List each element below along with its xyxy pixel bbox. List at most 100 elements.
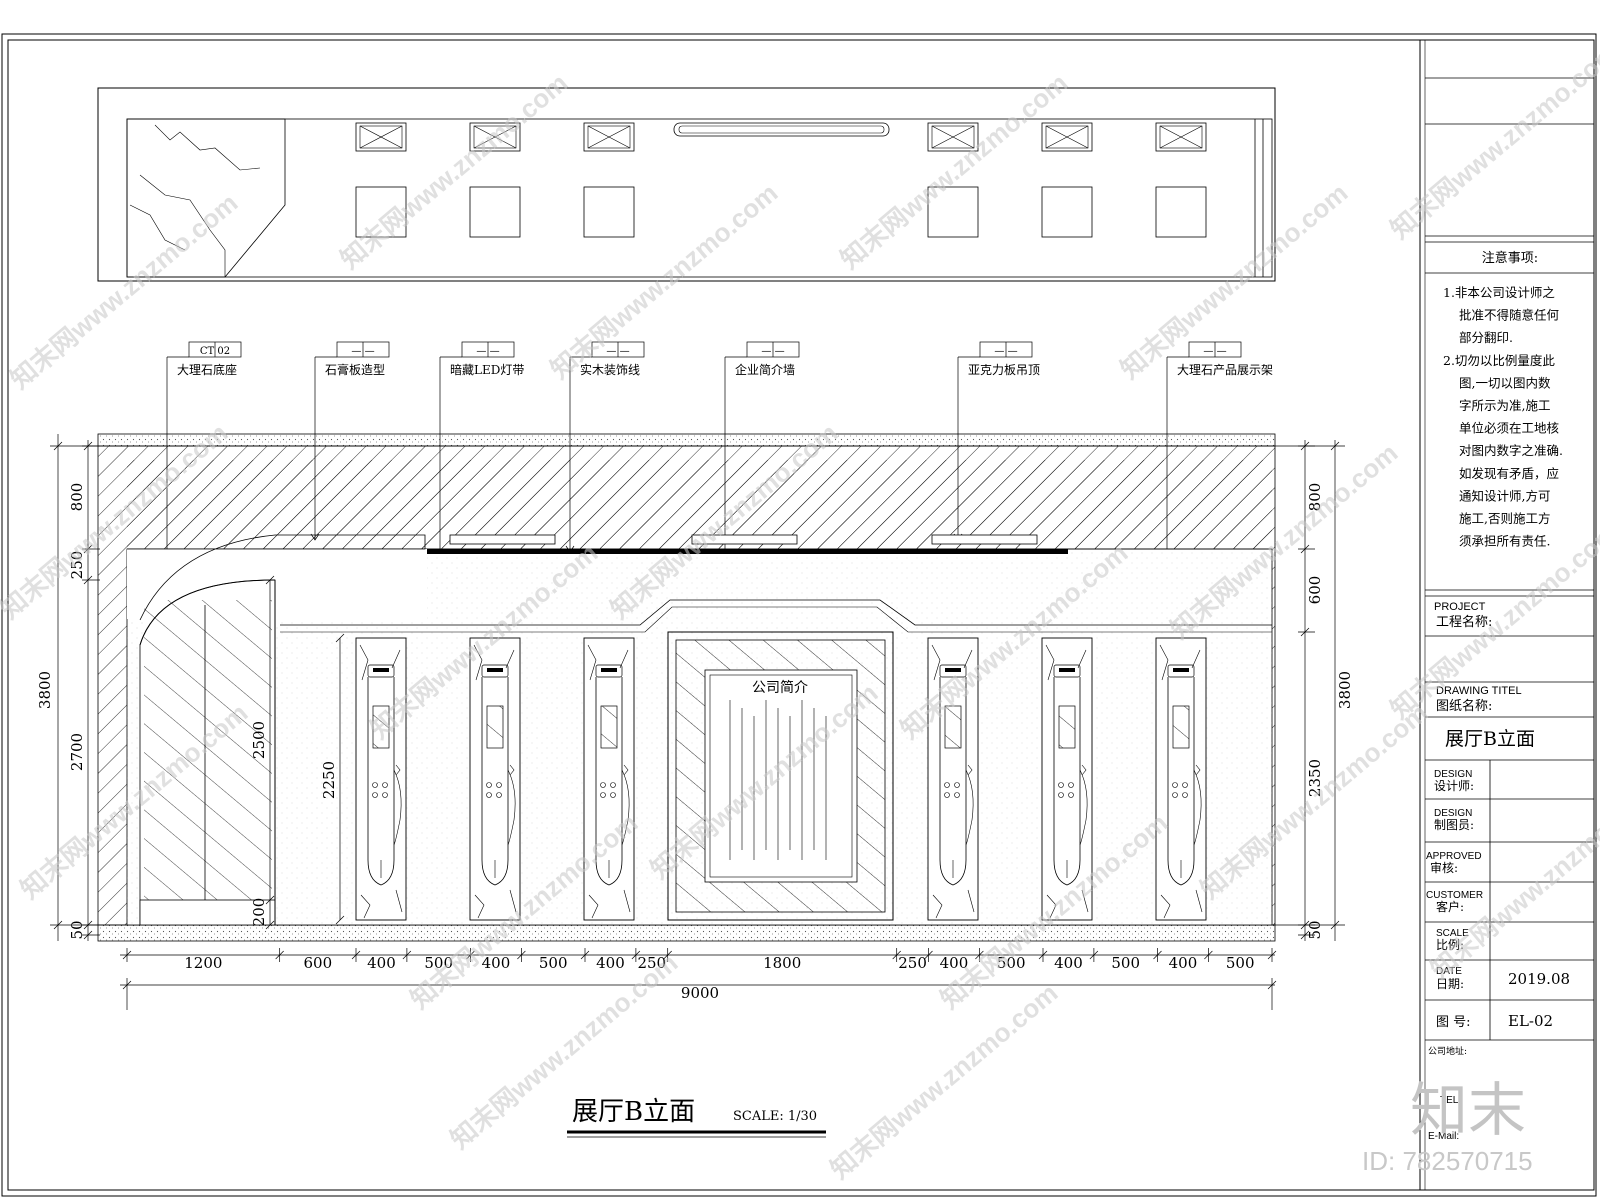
image-id: ID: 782570715 — [1362, 1146, 1533, 1176]
note-line: 对图内数字之准确. — [1459, 443, 1563, 458]
bottom-dim-label: 250 — [898, 954, 927, 972]
approved-label-en: APPROVED — [1426, 851, 1482, 862]
inner-border — [7, 39, 1595, 1191]
drawing-title-label-cn: 图纸名称: — [1436, 698, 1492, 714]
ceiling-light — [927, 186, 979, 238]
approved-label-cn: 审核: — [1430, 860, 1458, 875]
bottom-dim-label: 500 — [997, 954, 1026, 972]
notes-heading: 注意事项: — [1482, 250, 1538, 266]
project-label-en: PROJECT — [1434, 601, 1486, 613]
note-line: 通知设计师,方可 — [1459, 488, 1550, 503]
ceiling-vent — [583, 122, 635, 152]
bottom-dim-label: 250 — [637, 954, 666, 972]
drawing-title-label-en: DRAWING TITEL — [1436, 685, 1522, 697]
watermark: 知末网www.znzmo.com — [825, 977, 1064, 1184]
scale-label-cn: 比例: — [1436, 938, 1464, 952]
shower-panel-display — [927, 637, 979, 921]
address-label: 公司地址: — [1428, 1045, 1467, 1057]
date-label-cn: 日期: — [1436, 977, 1464, 991]
bottom-dim-label: 500 — [424, 954, 453, 972]
outer-border — [1, 33, 1597, 1197]
company-intro-panel-text: 公司简介 — [752, 679, 808, 696]
ceiling-light — [583, 186, 635, 238]
left-dim-mid: 250 — [68, 551, 86, 580]
bottom-dim-label: 400 — [1169, 954, 1198, 972]
right-dim-top: 800 — [1306, 483, 1324, 512]
left-dim-top: 800 — [68, 483, 86, 512]
ceiling-vent — [355, 122, 407, 152]
note-line: 须承担所有责任. — [1459, 534, 1550, 549]
scale-label: SCALE: 1/30 — [733, 1109, 817, 1124]
bottom-dim-label: 400 — [482, 954, 511, 972]
right-dim-mid: 600 — [1306, 576, 1324, 605]
left-dim-lower: 2700 — [68, 733, 86, 771]
elevation-drawing: 公司简介 — [97, 433, 1276, 942]
project-label-cn: 工程名称: — [1436, 614, 1492, 630]
note-line: 施工,否则施工方 — [1459, 511, 1550, 526]
drafter-label-en: DESIGN — [1434, 808, 1472, 819]
bottom-dim-label: 500 — [1226, 954, 1255, 972]
note-line: 2.切勿以比例量度此 — [1443, 353, 1555, 368]
bottom-dim-label: 600 — [304, 954, 333, 972]
sheet-number-label: 图 号: — [1436, 1015, 1471, 1030]
door-dim: 2500 — [250, 721, 268, 759]
callout-label: 实木装饰线 — [580, 362, 640, 377]
callout-label: 大理石底座 — [177, 362, 237, 377]
bottom-dim-label: 400 — [596, 954, 625, 972]
ceiling-vent — [1155, 122, 1207, 152]
shower-panel-display — [355, 637, 407, 921]
bottom-dim-label: 1800 — [763, 954, 801, 972]
note-line: 单位必须在工地核 — [1459, 421, 1560, 436]
ceiling-light — [1041, 186, 1093, 238]
brand-logo: 知末 — [1410, 1078, 1526, 1143]
watermark: 知末网www.znzmo.com — [335, 67, 574, 274]
ceiling-vent — [1041, 122, 1093, 152]
designer-label-en: DESIGN — [1434, 769, 1472, 780]
callout-label: 企业简介墙 — [735, 362, 795, 377]
note-line: 字所示为准,施工 — [1459, 398, 1550, 413]
right-total-dim: 3800 — [1336, 671, 1354, 709]
date-label-en: DATE — [1436, 966, 1462, 977]
customer-label-en: CUSTOMER — [1426, 890, 1483, 901]
callout-label: 亚克力板吊顶 — [968, 363, 1040, 377]
note-line: 部分翻印. — [1459, 330, 1513, 345]
bottom-dim-label: 500 — [1111, 954, 1140, 972]
callout-label: 暗藏LED灯带 — [450, 362, 524, 377]
shower-panel-display — [469, 637, 521, 921]
callout-tag: — — — [476, 346, 499, 357]
callout-tag: — — — [351, 346, 374, 357]
right-dim-lower: 2350 — [1306, 759, 1324, 797]
callout-tag: — — — [1203, 346, 1226, 357]
note-line: 1.非本公司设计师之 — [1443, 285, 1555, 300]
bottom-dim-label: 400 — [1054, 954, 1083, 972]
shower-panel-display — [1041, 637, 1093, 921]
callout-tag: — — — [606, 346, 629, 357]
bottom-dim-label: 500 — [539, 954, 568, 972]
callout-label: 大理石产品展示架 — [1177, 363, 1273, 377]
watermark: 知末网www.znzmo.com — [835, 67, 1074, 274]
customer-label-cn: 客户: — [1436, 899, 1464, 914]
note-line: 批准不得随意任何 — [1459, 308, 1560, 323]
note-line: 图,一切以图内数 — [1459, 375, 1551, 390]
designer-label-cn: 设计师: — [1434, 779, 1474, 793]
bottom-dim-label: 1200 — [184, 954, 222, 972]
drafter-label-cn: 制图员: — [1434, 818, 1474, 832]
note-line: 如发现有矛盾，应 — [1459, 466, 1559, 481]
ceiling-plan — [97, 87, 1276, 282]
bottom-dim-label: 400 — [940, 954, 969, 972]
callout-tag: — — — [994, 346, 1017, 357]
right-dim-bottom: 50 — [1306, 920, 1324, 939]
ceiling-light — [469, 186, 521, 238]
panel-height-dim: 2250 — [320, 761, 338, 799]
email-label: E-Mail: — [1428, 1131, 1459, 1142]
left-total-dim: 3800 — [36, 671, 54, 709]
dimension-labels: 1200 600 400 500 400 500 400 250 1800 250 400 500 40… — [36, 483, 1354, 1002]
shower-panel-display — [583, 637, 635, 921]
ceiling-vent — [927, 122, 979, 152]
ceiling-light — [1155, 186, 1207, 238]
sheet-number-value: EL-02 — [1508, 1012, 1553, 1030]
scale-label-en: SCALE — [1436, 928, 1469, 939]
tel-label: TEL: — [1440, 1095, 1461, 1106]
